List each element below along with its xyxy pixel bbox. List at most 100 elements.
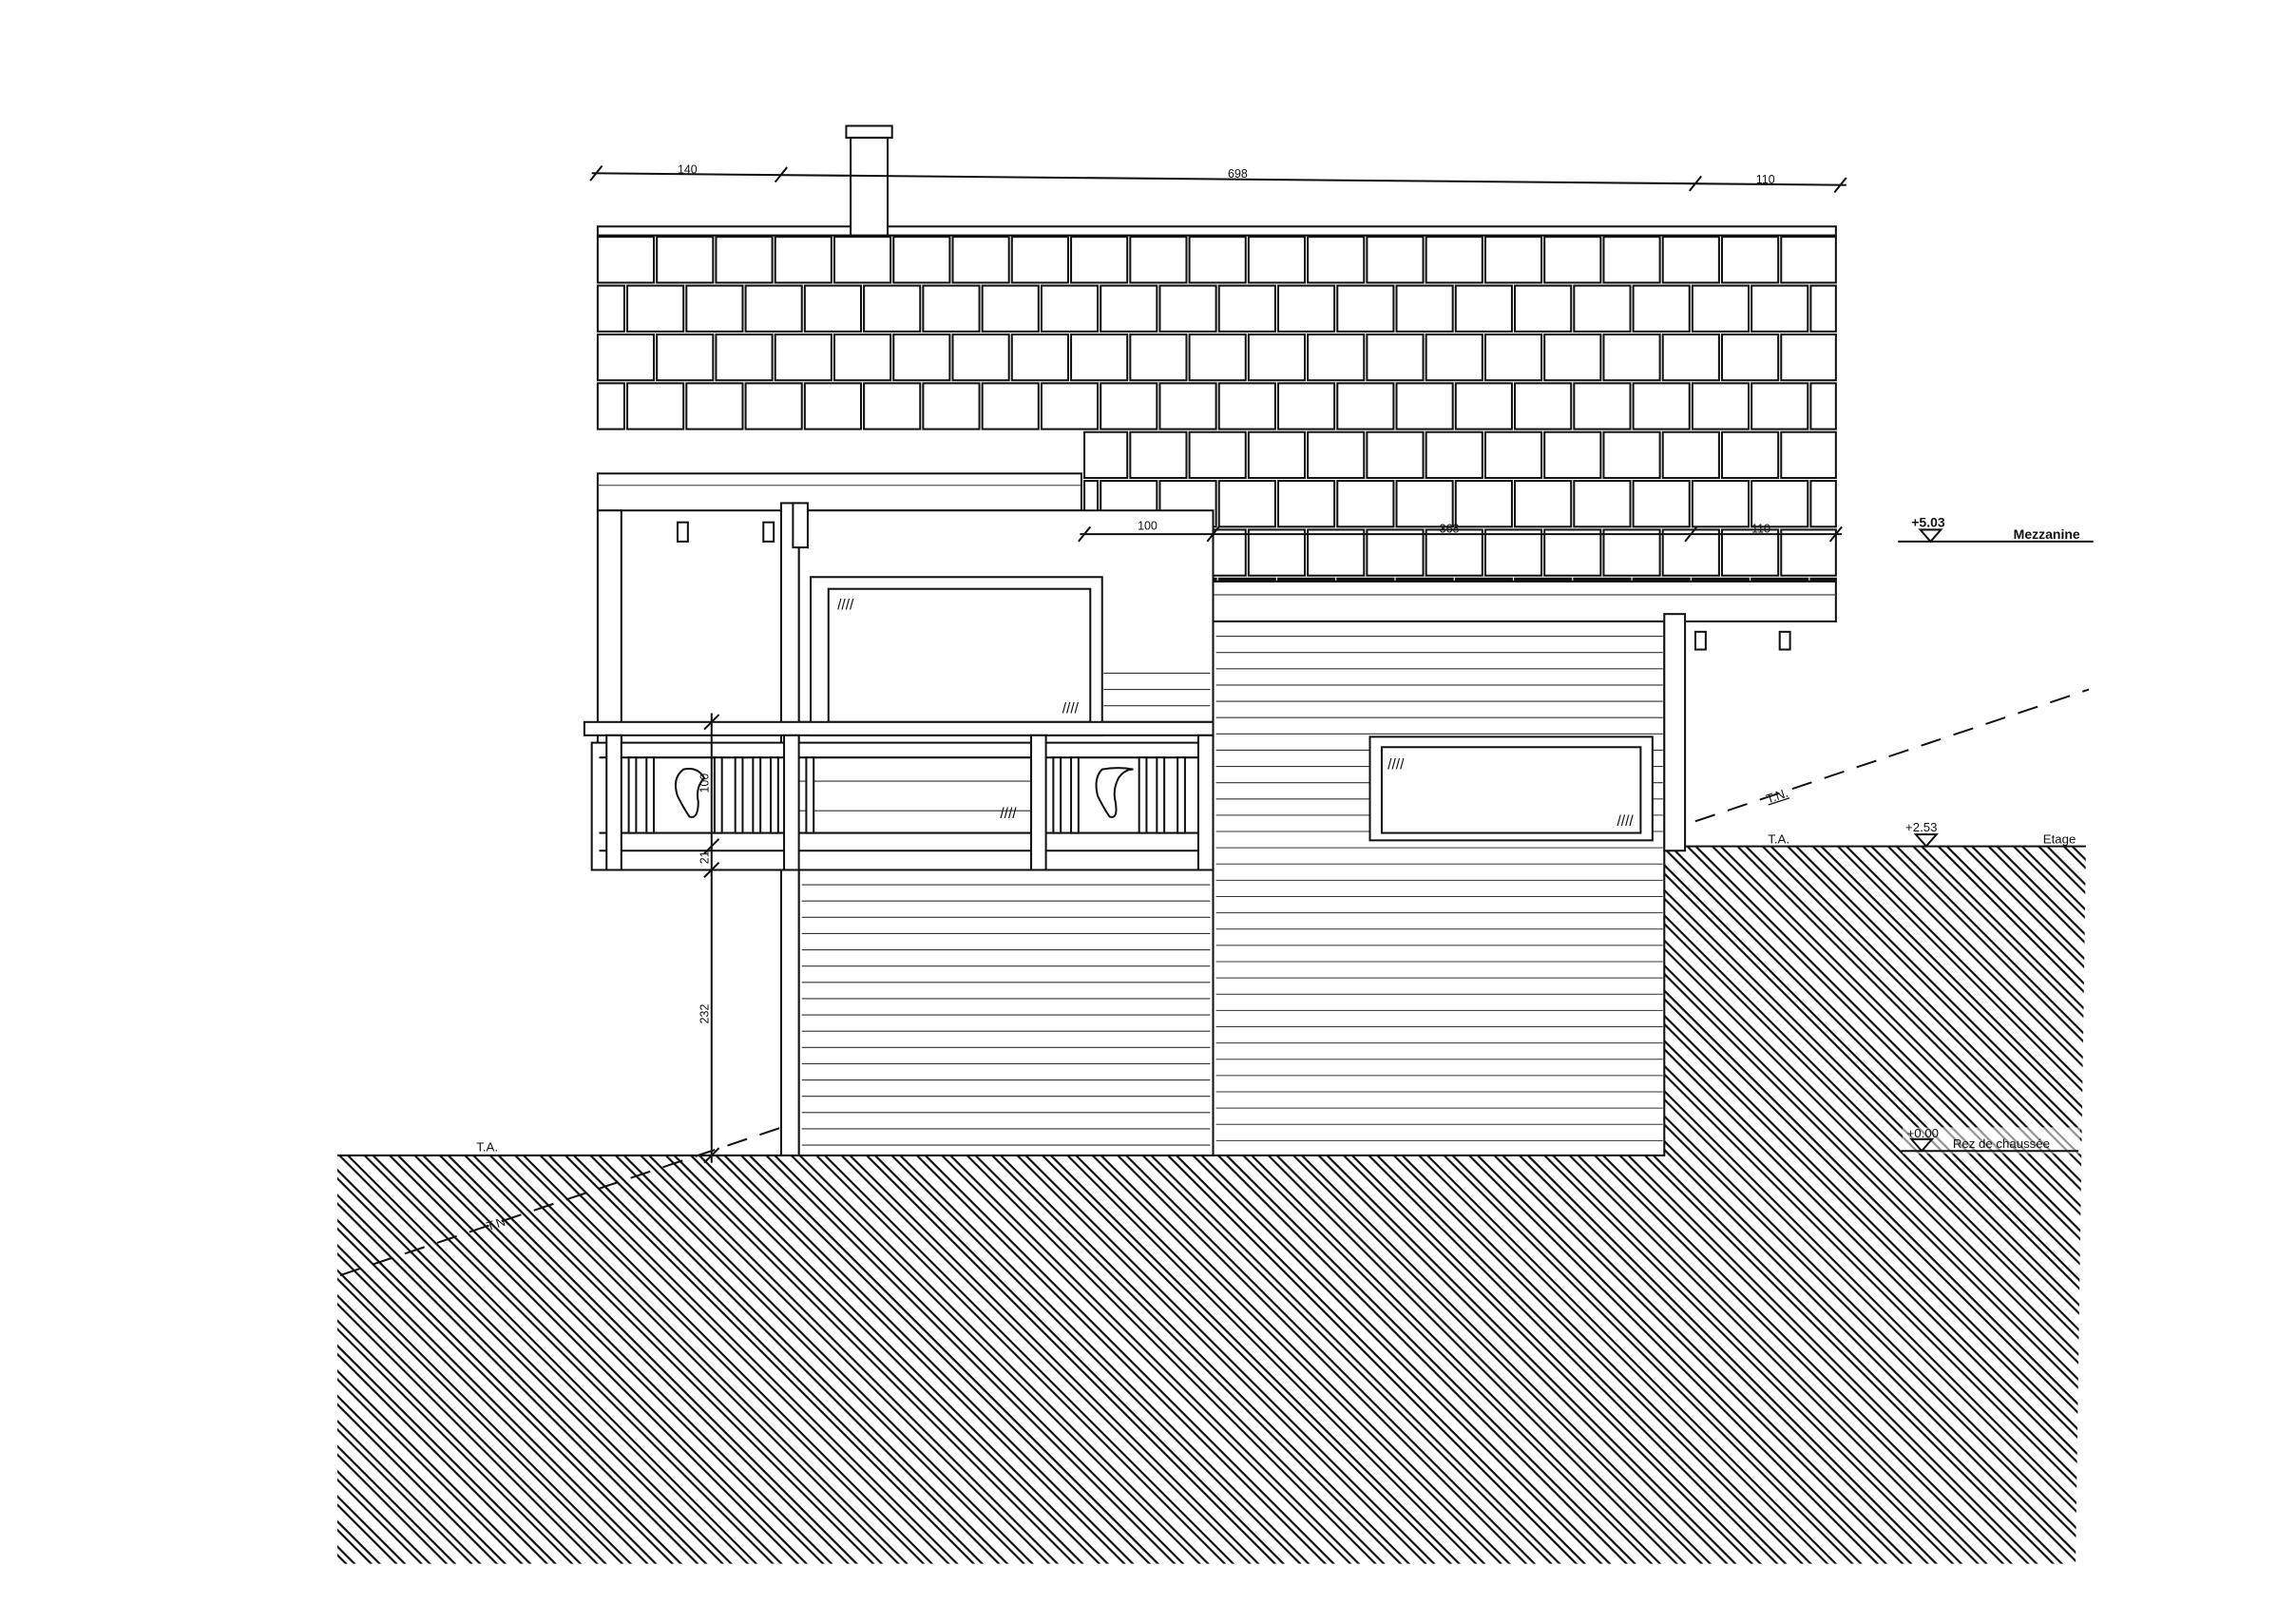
roof-shingle [656, 333, 715, 382]
roof-shingle [596, 284, 625, 333]
roof-shingle [1083, 430, 1129, 479]
baluster [1138, 756, 1148, 834]
roof-shingle [832, 333, 892, 382]
ibex-ornament-right-icon [1095, 767, 1134, 818]
rafter-end [676, 521, 689, 543]
ibex-ornament-left-icon [674, 768, 706, 818]
roof-shingle [1691, 577, 1751, 582]
roof-shingle [1070, 333, 1129, 382]
dimension-21: 21 [698, 850, 712, 864]
level-name-rez: Rez de chaussée [1953, 1136, 2050, 1151]
roof-shingle [1602, 528, 1661, 577]
roof-shingle [1751, 577, 1809, 582]
roof-shingle [1336, 382, 1395, 430]
roof-shingle [1395, 382, 1454, 430]
roof-shingle [1573, 382, 1632, 430]
roof-shingle [685, 284, 744, 333]
baluster [1052, 756, 1062, 834]
right-post [1663, 613, 1687, 852]
baluster [805, 756, 815, 834]
roof-shingle [1543, 430, 1602, 479]
roof-shingle [1425, 333, 1483, 382]
roof-shingle [1395, 480, 1454, 528]
eave-dimension-line: 100 368 110 [1078, 519, 1843, 543]
roof-shingle [892, 236, 951, 284]
baluster [734, 756, 744, 834]
roof-shingle [1720, 236, 1780, 284]
roof-shingle [981, 382, 1040, 430]
label-ta-left: T.A. [476, 1139, 498, 1154]
roof-shingle [1780, 236, 1837, 284]
roof-shingle [1483, 528, 1543, 577]
roof-shingle [1336, 480, 1395, 528]
roof-shingle [951, 236, 1010, 284]
dimension-100-vertical: 100 [698, 773, 712, 793]
roof-shingle [863, 284, 922, 333]
roof-shingle [1454, 382, 1513, 430]
roof-shingle [1573, 480, 1632, 528]
roof-shingle [1188, 236, 1247, 284]
roof-shingle [1307, 333, 1366, 382]
roof-shingle [1040, 382, 1100, 430]
roof-shingle [744, 284, 803, 333]
roof-shingle [656, 236, 715, 284]
roof-shingle [1543, 528, 1602, 577]
roof-shingle [1751, 480, 1809, 528]
roof-shingle [1809, 382, 1837, 430]
roof-shingle [626, 284, 685, 333]
baluster [1156, 756, 1166, 834]
roof-shingle [1602, 333, 1661, 382]
level-name-mezzanine: Mezzanine [2014, 526, 2080, 542]
roof-shingle [1751, 284, 1809, 333]
roof-shingle [715, 236, 774, 284]
roof-shingle [1307, 430, 1366, 479]
roof-shingle [1809, 480, 1837, 528]
svg-text:////: //// [1617, 813, 1634, 830]
roof-shingle [1425, 430, 1483, 479]
dimension-100-eave: 100 [1138, 519, 1158, 532]
roof-shingle [1366, 430, 1425, 479]
baluster [1177, 756, 1186, 834]
level-marker-etage: +2.53 Etage [1905, 820, 2076, 849]
roof-shingle [1100, 382, 1158, 430]
right-wall [1212, 620, 1666, 1156]
roof-shingle [832, 236, 892, 284]
label-ta-right: T.A. [1768, 831, 1789, 846]
roof-shingle [1632, 480, 1691, 528]
roof-shingle [803, 382, 863, 430]
roof-shingle [1602, 236, 1661, 284]
roof-shingle [1691, 480, 1751, 528]
roof-outline [596, 225, 1837, 237]
baluster [645, 756, 656, 834]
label-tn-upper: T.N. [1765, 786, 1790, 807]
svg-text:////: //// [837, 598, 854, 614]
roof-shingle [1691, 284, 1751, 333]
roof-shingle [1158, 382, 1217, 430]
roof-shingle [1780, 430, 1837, 479]
roof-shingle [1276, 577, 1336, 582]
roof-shingle [774, 333, 832, 382]
roof-shingle [1514, 284, 1573, 333]
roof-shingle [1809, 284, 1837, 333]
dimension-232: 232 [698, 1004, 712, 1024]
roof-shingle [981, 284, 1040, 333]
roof-shingle [1307, 236, 1366, 284]
roof-shingle [1632, 577, 1691, 582]
roof-shingle [1247, 430, 1307, 479]
roof-shingle [1129, 236, 1188, 284]
roof-shingle [1366, 528, 1425, 577]
level-name-etage: Etage [2043, 831, 2076, 846]
roof-shingles [596, 236, 1837, 582]
roof-shingle [1217, 480, 1276, 528]
roof-shingle [1395, 577, 1454, 582]
roof-shingle [1010, 333, 1069, 382]
roof-shingle [863, 382, 922, 430]
level-value-etage: +2.53 [1905, 820, 1937, 834]
roof-shingle [1129, 333, 1188, 382]
roof-shingle [1691, 382, 1751, 430]
roof-shingle [774, 236, 832, 284]
roof-shingle [951, 333, 1010, 382]
roof-shingle [1100, 284, 1158, 333]
level-marker-rez: +0.00 Rez de chaussée [1901, 1126, 2080, 1155]
roof-shingle [1247, 236, 1307, 284]
